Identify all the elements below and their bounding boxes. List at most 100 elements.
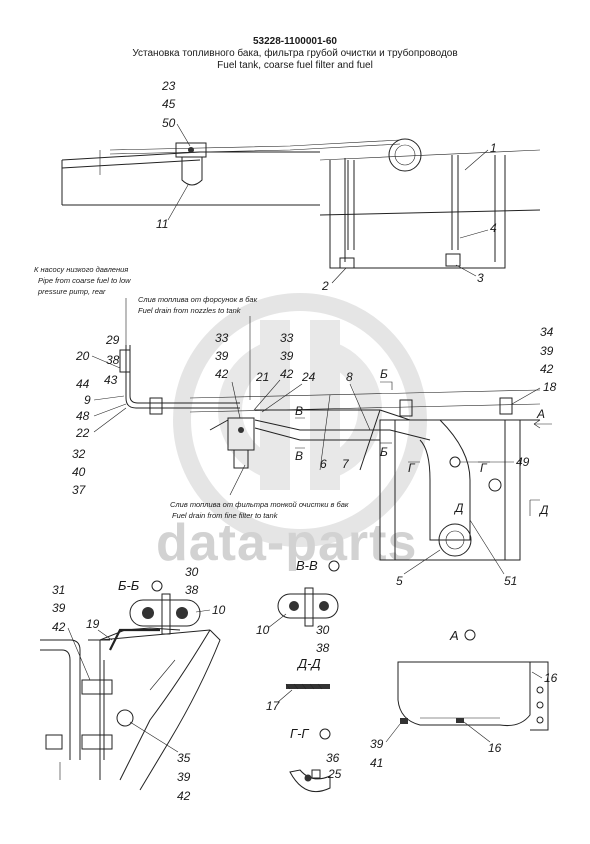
callouts-left: 29 38 20 44 43 9 48 22 32 40 37 [72,333,127,497]
filter-assembly-mid [209,417,255,469]
callout-40: 40 [72,465,86,479]
pump-note-ru: К насосу низкого давления [34,265,128,274]
drawing-title-ru: Установка топливного бака, фильтра грубо… [132,48,458,59]
callout-16b: 16 [488,741,502,755]
callouts-mid: 33 39 42 33 39 42 21 24 8 6 7 [215,331,371,471]
marker-v-bottom: В [295,449,303,463]
section-vv-view: В-В 10 30 38 [256,558,340,655]
section-a-title: А [449,628,459,643]
marker-g-left: Г [408,461,416,475]
drawing-code: 53228-1100001-60 [253,36,337,47]
pump-note: К насосу низкого давления Pipe from coar… [34,265,131,345]
section-bb-title: Б-Б [118,578,140,593]
nozzle-drain-note: Слив топлива от форсунок в бак Fuel drai… [138,295,258,400]
callout-42a: 42 [215,367,229,381]
callout-29: 29 [105,333,120,347]
callout-49: 49 [516,455,530,469]
filter-note-en: Fuel drain from fine filter to tank [172,511,279,520]
filter-note-ru: Слив топлива от фильтра тонкой очистки в… [170,500,349,509]
section-a-view: А 16 16 39 41 [370,628,558,770]
callout-42c: 42 [540,362,554,376]
callout-4: 4 [490,221,497,235]
callout-36: 36 [326,751,340,765]
callout-42d: 42 [52,620,66,634]
callout-10b: 10 [256,623,270,637]
callout-30b: 30 [316,623,330,637]
callout-22: 22 [75,426,90,440]
callout-50: 50 [162,116,176,130]
section-gg-view: Г-Г 36 25 [289,726,342,792]
callout-39a: 39 [215,349,229,363]
marker-d-left: Д [453,501,464,515]
callout-42b: 42 [280,367,294,381]
drawing-title-en: Fuel tank, coarse fuel filter and fuel [217,60,373,71]
callout-6: 6 [320,457,327,471]
callout-20: 20 [75,349,90,363]
callout-43: 43 [104,373,118,387]
callout-7: 7 [342,457,350,471]
callout-32: 32 [72,447,86,461]
marker-v-top: В [295,404,303,418]
callout-39f: 39 [370,737,384,751]
callout-37: 37 [72,483,87,497]
callout-16a: 16 [544,671,558,685]
nozzle-note-ru: Слив топлива от форсунок в бак [138,295,258,304]
callout-39b: 39 [280,349,294,363]
callout-39c: 39 [540,344,554,358]
callout-33a: 33 [215,331,229,345]
callout-5: 5 [396,574,403,588]
callout-17: 17 [266,699,281,713]
pump-note-en1: Pipe from coarse fuel to low [38,276,131,285]
callout-18: 18 [543,380,557,394]
marker-d-right: Д [538,503,549,517]
callouts-top: 23 45 50 11 1 4 3 2 [156,79,497,293]
callout-31: 31 [52,583,65,597]
callouts-right: 34 39 42 18 49 5 51 [396,325,557,588]
marker-a: А [536,407,545,421]
callout-3: 3 [477,271,484,285]
callout-2: 2 [321,279,329,293]
nozzle-note-en: Fuel drain from nozzles to tank [138,306,242,315]
section-bb-view: Б-Б 31 39 42 19 30 38 10 35 39 42 [40,565,226,803]
callout-38b: 38 [185,583,199,597]
callout-48: 48 [76,409,90,423]
marker-b-top: Б [380,367,388,381]
callout-33b: 33 [280,331,294,345]
callout-35: 35 [177,751,191,765]
callout-25: 25 [327,767,342,781]
callout-39e: 39 [177,770,191,784]
callout-44: 44 [76,377,90,391]
section-gg-title: Г-Г [290,726,309,741]
section-markers: Б Б В В Г Г Д Д А [295,367,552,517]
fuel-tank-top [329,138,506,269]
section-dd-view: Д-Д 17 [266,656,330,713]
marker-b-bottom: Б [380,445,388,459]
callout-34: 34 [540,325,554,339]
callout-30: 30 [185,565,199,579]
coarse-filter-top [175,142,207,186]
callout-45: 45 [162,97,176,111]
callout-23: 23 [161,79,176,93]
fuel-tank-mid [379,419,521,561]
top-frame-rail [61,139,541,216]
filter-drain-note: Слив топлива от фильтра тонкой очистки в… [170,464,349,520]
watermark-text: data-parts [156,514,417,572]
callout-19: 19 [86,617,100,631]
section-vv-title: В-В [296,558,318,573]
callout-51: 51 [504,574,517,588]
callout-10: 10 [212,603,226,617]
callout-39d: 39 [52,601,66,615]
callout-21: 21 [255,370,269,384]
callout-9: 9 [84,393,91,407]
section-dd-title: Д-Д [296,656,321,671]
callout-41: 41 [370,756,383,770]
callout-38c: 38 [316,641,330,655]
callout-42e: 42 [177,789,191,803]
pump-note-en2: pressure pump, rear [37,287,106,296]
callout-24: 24 [301,370,316,384]
callout-1: 1 [490,141,497,155]
callout-8: 8 [346,370,353,384]
marker-g-right: Г [480,461,488,475]
callout-11: 11 [156,217,168,231]
